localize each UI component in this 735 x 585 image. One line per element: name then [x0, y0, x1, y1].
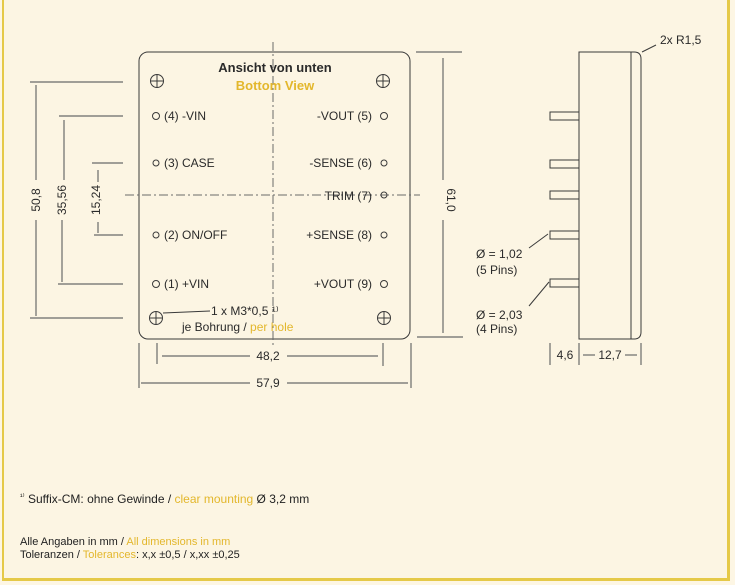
pin-small-count: (5 Pins) — [476, 263, 517, 277]
tolerances-values: : x,x ±0,5 / x,xx ±0,25 — [136, 549, 240, 561]
pin-icon — [380, 231, 388, 239]
dim-12-7: 12,7 — [583, 343, 642, 365]
mount-hole-label: 1 x M3*0,5 ¹⁾ — [211, 304, 279, 318]
pin-icon — [380, 112, 388, 120]
pin-side — [549, 159, 580, 169]
footnote-marker: ¹⁾ — [20, 492, 25, 501]
pin-label: TRIM (7) — [325, 189, 372, 203]
pin-icon — [380, 280, 388, 288]
title-en: Bottom View — [236, 78, 315, 93]
pin-side — [549, 111, 580, 121]
title-de: Ansicht von unten — [218, 60, 331, 75]
pin-label: (3) CASE — [164, 156, 215, 170]
svg-text:61,0: 61,0 — [444, 188, 458, 212]
pin-label: -SENSE (6) — [309, 156, 372, 170]
pin-icon — [380, 159, 388, 167]
dim-57-9: 57,9 — [138, 343, 412, 390]
dim-15-24: 15,24 — [89, 162, 123, 236]
radius-label: 2x R1,5 — [660, 33, 702, 47]
svg-text:50,8: 50,8 — [29, 188, 43, 212]
mount-hole-icon — [150, 74, 164, 88]
footnote-tail: Ø 3,2 mm — [253, 492, 310, 506]
footnote: ¹⁾ Suffix-CM: ohne Gewinde / clear mount… — [20, 492, 309, 506]
pin-large-count: (4 Pins) — [476, 322, 517, 336]
pin-label: (1) +VIN — [164, 277, 209, 291]
footnote-text-de: Suffix-CM: ohne Gewinde / — [24, 492, 175, 506]
pin-icon — [152, 280, 160, 288]
pin-label: +VOUT (9) — [314, 277, 372, 291]
notes-line-2: Toleranzen / Tolerances: x,x ±0,5 / x,xx… — [20, 549, 240, 561]
dim-61-0: 61,0 — [416, 51, 463, 338]
svg-text:15,24: 15,24 — [89, 185, 103, 215]
pin-leader — [528, 281, 550, 307]
svg-text:35,56: 35,56 — [55, 185, 69, 215]
callout-leader — [162, 310, 211, 314]
pin-leader — [528, 233, 549, 249]
pin-small-dia: Ø = 1,02 — [476, 247, 523, 261]
pin-side — [549, 230, 580, 240]
pin-label: (2) ON/OFF — [164, 228, 227, 242]
dim-35-56: 35,56 — [55, 115, 123, 285]
pin-icon — [152, 159, 160, 167]
dim-48-2: 48,2 — [156, 343, 384, 366]
radius-leader — [641, 44, 657, 53]
notes-en: All dimensions in mm — [126, 536, 231, 548]
side-view — [549, 51, 642, 340]
mount-hole-icon — [149, 311, 163, 325]
svg-text:4,6: 4,6 — [557, 348, 574, 362]
pin-icon — [152, 231, 160, 239]
pin-side — [549, 190, 580, 200]
pin-label: +SENSE (8) — [306, 228, 372, 242]
svg-text:57,9: 57,9 — [256, 376, 280, 390]
pin-icon — [152, 112, 160, 120]
pin-label: -VOUT (5) — [317, 109, 372, 123]
tolerances-de: Toleranzen / — [20, 549, 83, 561]
pin-side — [549, 278, 580, 288]
dim-4-6: 4,6 — [549, 343, 580, 365]
tolerances-en: Tolerances — [82, 549, 136, 561]
dim-50-8: 50,8 — [29, 81, 123, 319]
mount-hole-sub-de: je Bohrung / per hole — [181, 320, 294, 334]
svg-text:48,2: 48,2 — [256, 349, 280, 363]
notes-de: Alle Angaben in mm / — [20, 536, 127, 548]
pin-large-dia: Ø = 2,03 — [476, 308, 523, 322]
footnote-text-en: clear mounting — [174, 492, 254, 506]
pin-icon — [380, 191, 388, 199]
svg-text:12,7: 12,7 — [598, 348, 622, 362]
mount-hole-icon — [377, 311, 391, 325]
mount-hole-icon — [376, 74, 390, 88]
notes-line-1: Alle Angaben in mm / All dimensions in m… — [20, 536, 230, 548]
pin-label: (4) -VIN — [164, 109, 206, 123]
